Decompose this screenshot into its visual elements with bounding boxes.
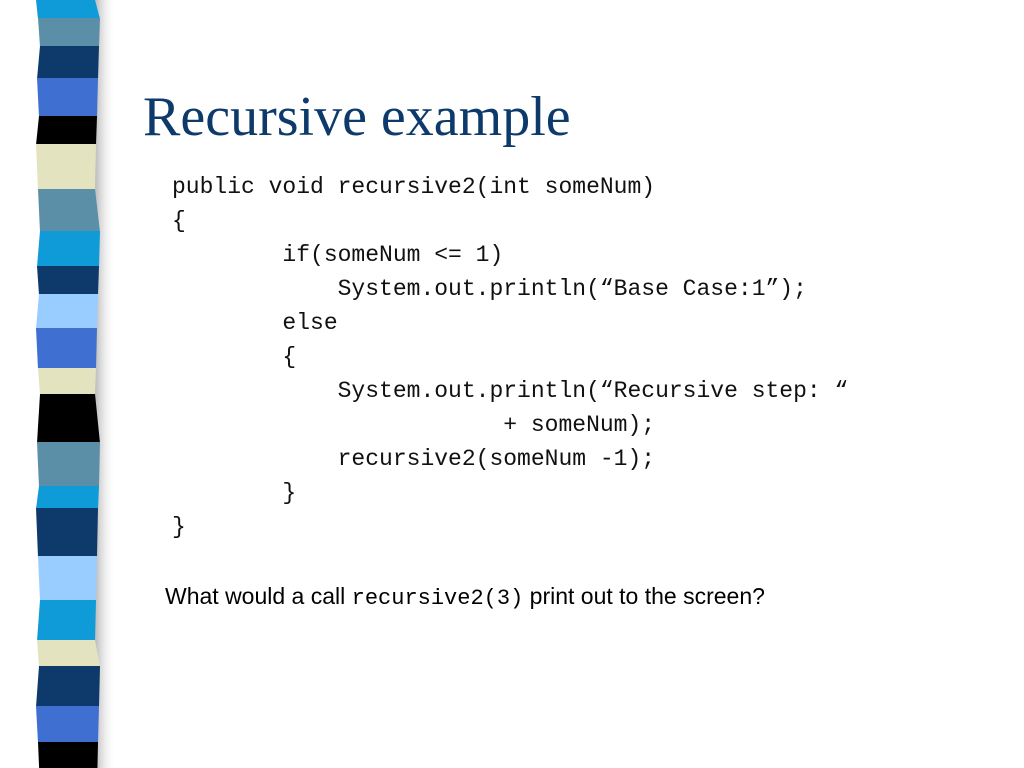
question-text: What would a call recursive2(3) print ou… <box>165 580 765 615</box>
code-block: public void recursive2(int someNum) { if… <box>172 170 848 544</box>
code-line: { <box>172 208 186 234</box>
stripe-block <box>36 294 98 329</box>
stripe-block <box>37 600 96 641</box>
stripe-block <box>37 78 98 117</box>
stripe-block <box>37 231 100 267</box>
stripe-block <box>36 508 98 557</box>
question-suffix: print out to the screen? <box>523 583 765 609</box>
stripe-block <box>36 144 96 190</box>
code-line: { <box>172 344 297 370</box>
question-code: recursive2(3) <box>351 586 524 611</box>
question-prefix: What would a call <box>165 583 352 609</box>
stripe-block <box>38 18 100 47</box>
code-line: if(someNum <= 1) <box>172 242 504 268</box>
stripe-block <box>36 116 97 145</box>
stripe-block <box>37 394 100 443</box>
stripe-block <box>37 46 99 79</box>
code-line: } <box>172 480 297 506</box>
slide-title: Recursive example <box>143 86 571 148</box>
stripe-block <box>38 189 100 232</box>
stripe-block <box>36 666 100 707</box>
code-line: else <box>172 310 338 336</box>
code-line: System.out.println(“Base Case:1”); <box>172 276 807 302</box>
stripe-block <box>38 368 96 395</box>
stripe-block <box>36 486 99 509</box>
stripe-block <box>37 442 100 487</box>
stripe-block <box>37 640 100 667</box>
decorative-stripe-band <box>36 0 116 768</box>
stripe-blocks <box>36 0 100 768</box>
stripe-block <box>36 0 100 19</box>
stripe-block <box>38 556 97 601</box>
stripe-block <box>38 742 98 768</box>
stripe-block <box>36 328 97 369</box>
code-line: + someNum); <box>172 412 656 438</box>
stripe-block <box>37 266 99 295</box>
code-line: System.out.println(“Recursive step: “ <box>172 378 849 404</box>
code-line: public void recursive2(int someNum) <box>172 174 656 200</box>
stripe-block <box>36 706 99 743</box>
code-line: recursive2(someNum -1); <box>172 446 656 472</box>
code-line: } <box>172 514 186 540</box>
